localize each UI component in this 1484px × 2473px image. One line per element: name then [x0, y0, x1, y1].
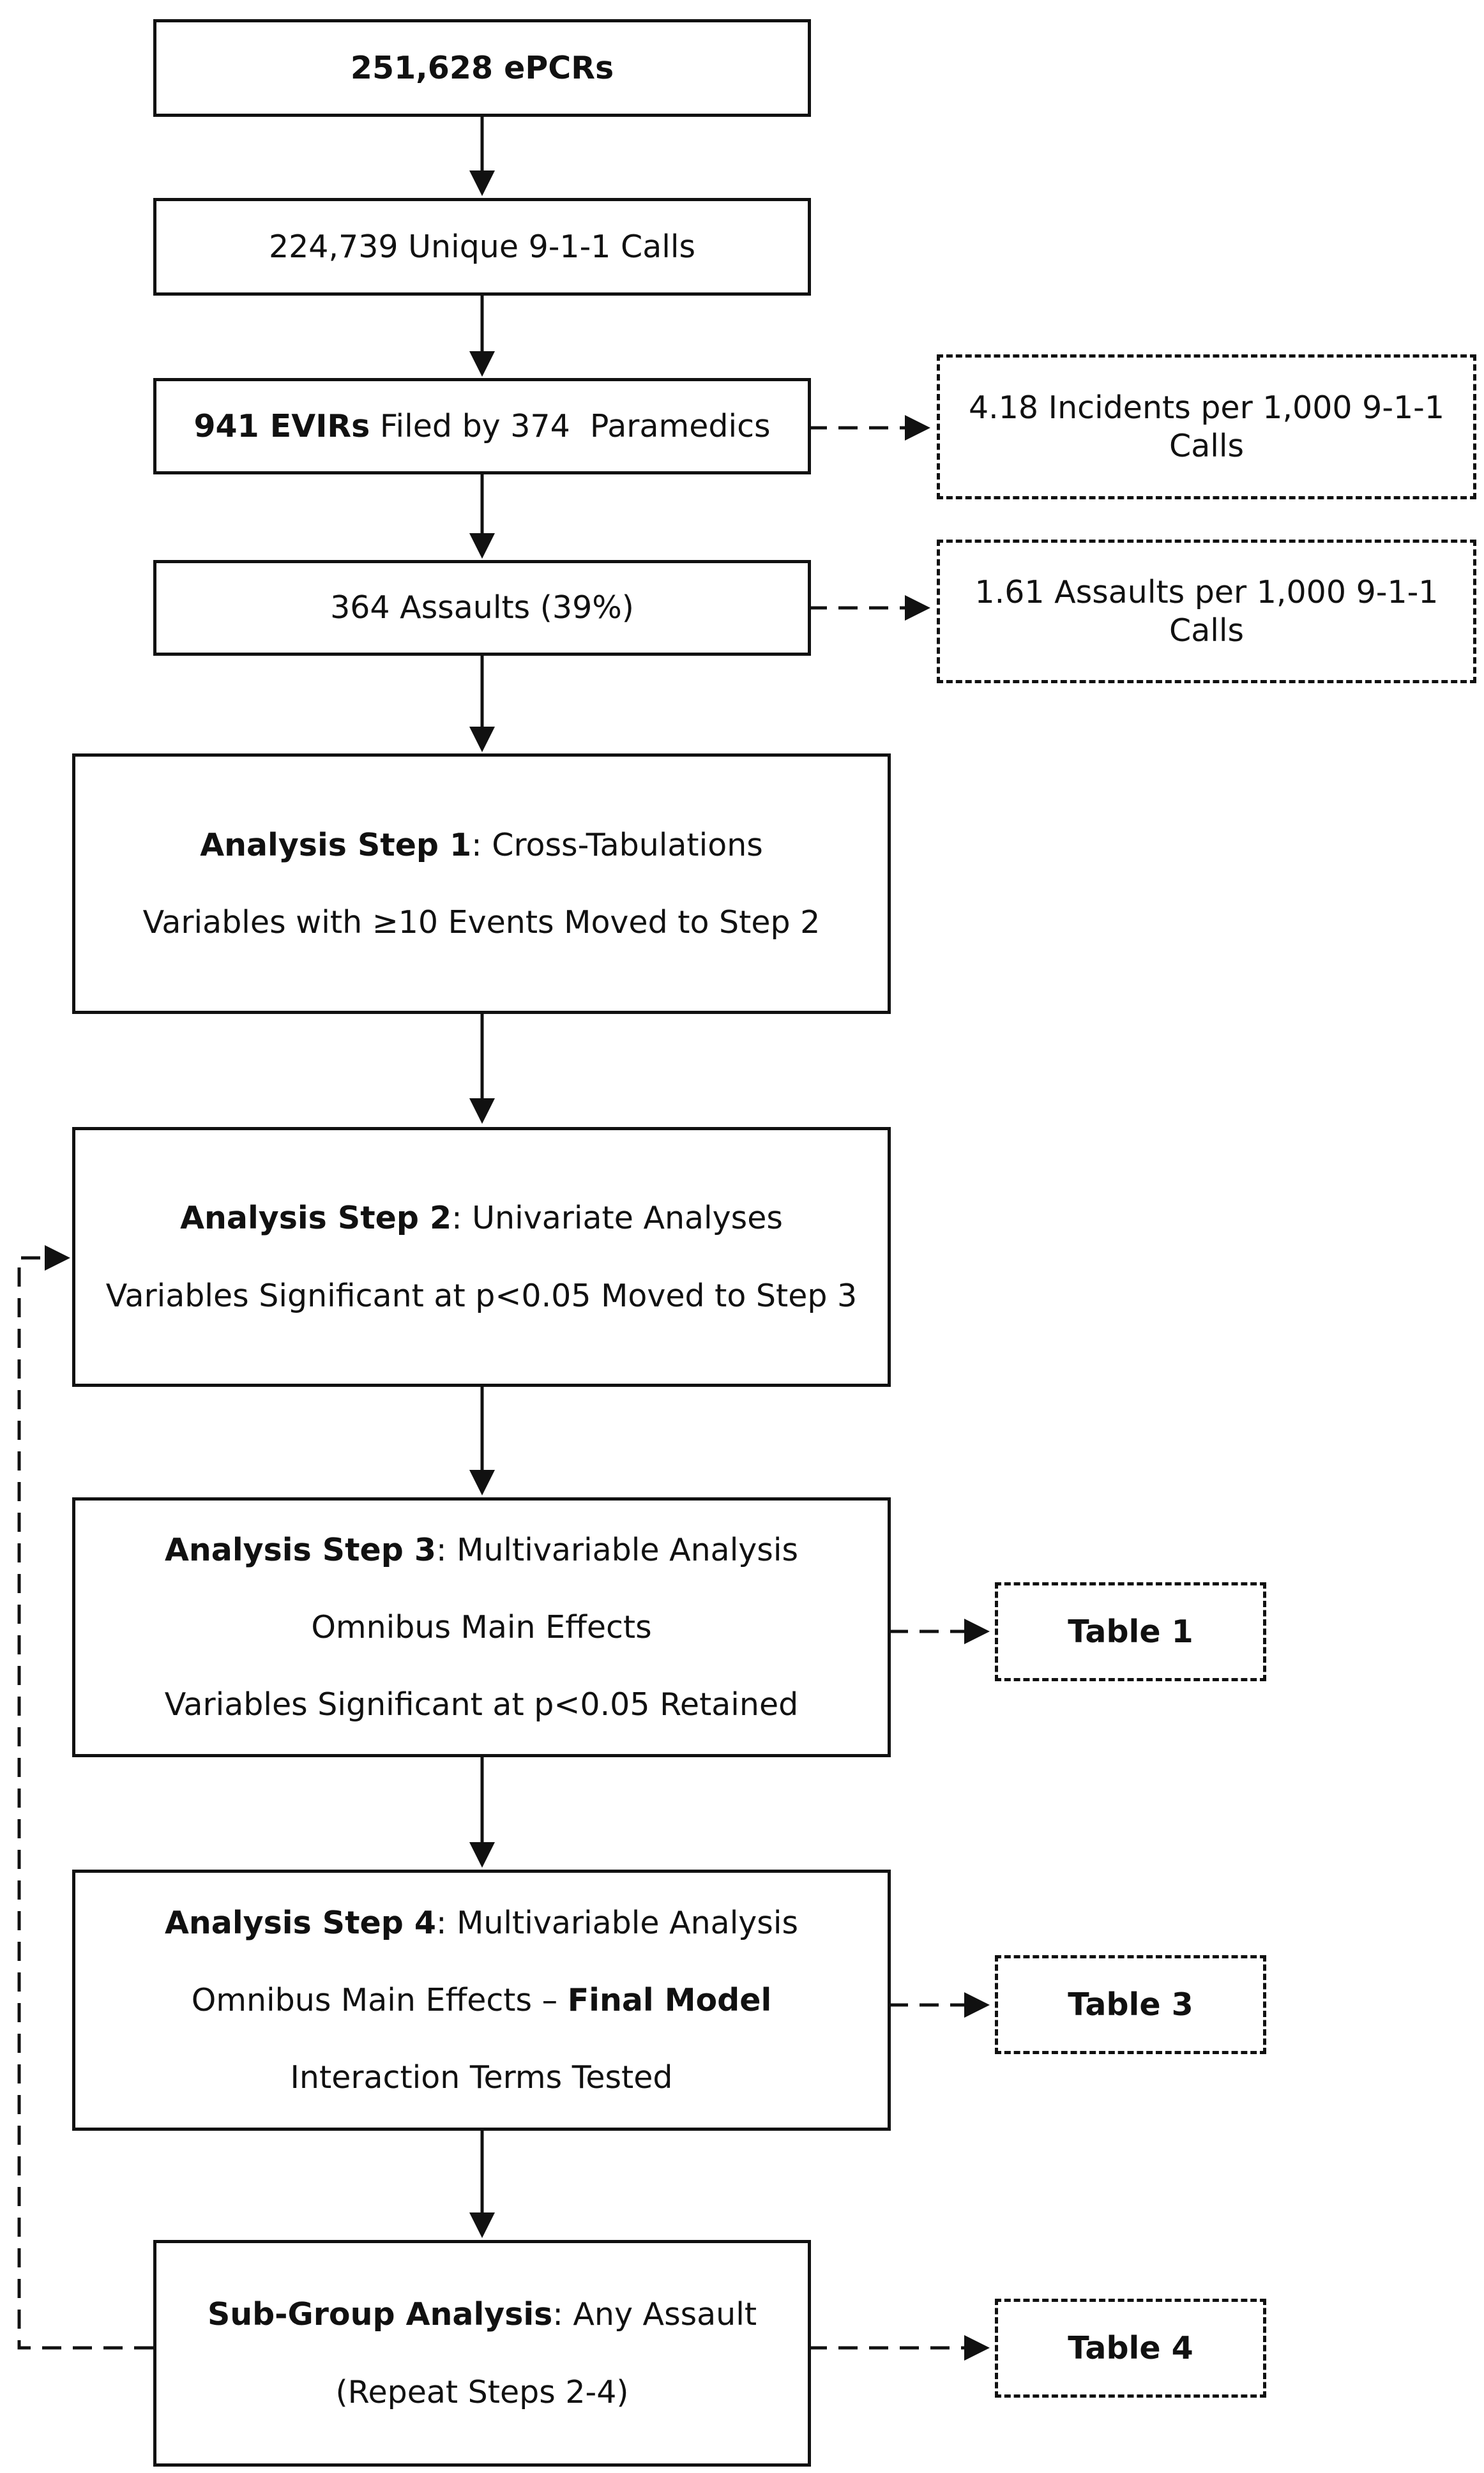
step4-line2a: Omnibus Main Effects –	[191, 1981, 568, 2018]
step3-line2: Omnibus Main Effects	[311, 1608, 652, 1645]
step3-line3: Variables Significant at p<0.05 Retained	[164, 1686, 799, 1723]
table-4-label: Table 4	[1068, 2329, 1193, 2366]
step2-rest: : Univariate Analyses	[451, 1200, 783, 1237]
step4-bold: Analysis Step 4	[165, 1904, 436, 1941]
table-3-label: Table 3	[1068, 1986, 1193, 2023]
epcrs-box: 251,628 ePCRs	[153, 19, 811, 117]
sub-group-analysis-box: Sub-Group Analysis: Any Assault (Repeat …	[153, 2240, 811, 2467]
assaults-rate-box: 1.61 Assaults per 1,000 9-1-1 Calls	[937, 540, 1476, 683]
evirs-bold: 941 EVIRs	[193, 407, 370, 444]
subgroup-rest: : Any Assault	[552, 2296, 757, 2333]
step1-rest: : Cross-Tabulations	[471, 826, 763, 863]
analysis-step-3-box: Analysis Step 3: Multivariable Analysis …	[72, 1497, 891, 1757]
step1-bold: Analysis Step 1	[200, 826, 472, 863]
step4-heading: Analysis Step 4: Multivariable Analysis	[165, 1903, 798, 1942]
dashed-loop-back	[17, 1245, 153, 2350]
step3-rest: : Multivariable Analysis	[435, 1531, 798, 1568]
evirs-text: 941 EVIRs Filed by 374 Paramedics	[193, 407, 770, 446]
evirs-box: 941 EVIRs Filed by 374 Paramedics	[153, 378, 811, 474]
step4-rest: : Multivariable Analysis	[435, 1904, 798, 1941]
assaults-rate-line1: 1.61 Assaults per 1,000 9-1-1	[974, 573, 1439, 610]
step2-line2: Variables Significant at p<0.05 Moved to…	[105, 1277, 858, 1314]
analysis-step-2-box: Analysis Step 2: Univariate Analyses Var…	[72, 1127, 891, 1387]
table-3-box: Table 3	[995, 1955, 1266, 2054]
epcrs-text: 251,628 ePCRs	[350, 49, 614, 86]
assaults-box: 364 Assaults (39%)	[153, 560, 811, 656]
unique-calls-box: 224,739 Unique 9-1-1 Calls	[153, 198, 811, 296]
subgroup-bold: Sub-Group Analysis	[207, 2296, 553, 2333]
evirs-rest: Filed by 374 Paramedics	[370, 407, 771, 444]
unique-calls-text: 224,739 Unique 9-1-1 Calls	[268, 228, 696, 265]
step4-line2: Omnibus Main Effects – Final Model	[192, 1981, 772, 2020]
step4-final-model: Final Model	[567, 1981, 772, 2018]
step2-heading: Analysis Step 2: Univariate Analyses	[180, 1199, 783, 1237]
assaults-text: 364 Assaults (39%)	[330, 589, 634, 626]
step4-line3: Interaction Terms Tested	[290, 2059, 673, 2096]
incidents-rate-line2: Calls	[1169, 427, 1244, 464]
assaults-rate-line2: Calls	[1169, 612, 1244, 649]
table-1-label: Table 1	[1068, 1613, 1193, 1650]
step1-heading: Analysis Step 1: Cross-Tabulations	[200, 826, 763, 865]
incidents-rate-line1: 4.18 Incidents per 1,000 9-1-1	[968, 389, 1445, 426]
subgroup-line2: (Repeat Steps 2-4)	[335, 2373, 629, 2410]
step1-line2: Variables with ≥10 Events Moved to Step …	[142, 904, 821, 941]
step3-heading: Analysis Step 3: Multivariable Analysis	[165, 1531, 798, 1569]
analysis-step-1-box: Analysis Step 1: Cross-Tabulations Varia…	[72, 753, 891, 1014]
incidents-rate-box: 4.18 Incidents per 1,000 9-1-1 Calls	[937, 354, 1476, 499]
table-1-box: Table 1	[995, 1582, 1266, 1681]
analysis-step-4-box: Analysis Step 4: Multivariable Analysis …	[72, 1870, 891, 2131]
table-4-box: Table 4	[995, 2299, 1266, 2398]
step3-bold: Analysis Step 3	[165, 1531, 436, 1568]
subgroup-heading: Sub-Group Analysis: Any Assault	[208, 2295, 757, 2334]
step2-bold: Analysis Step 2	[180, 1200, 452, 1237]
